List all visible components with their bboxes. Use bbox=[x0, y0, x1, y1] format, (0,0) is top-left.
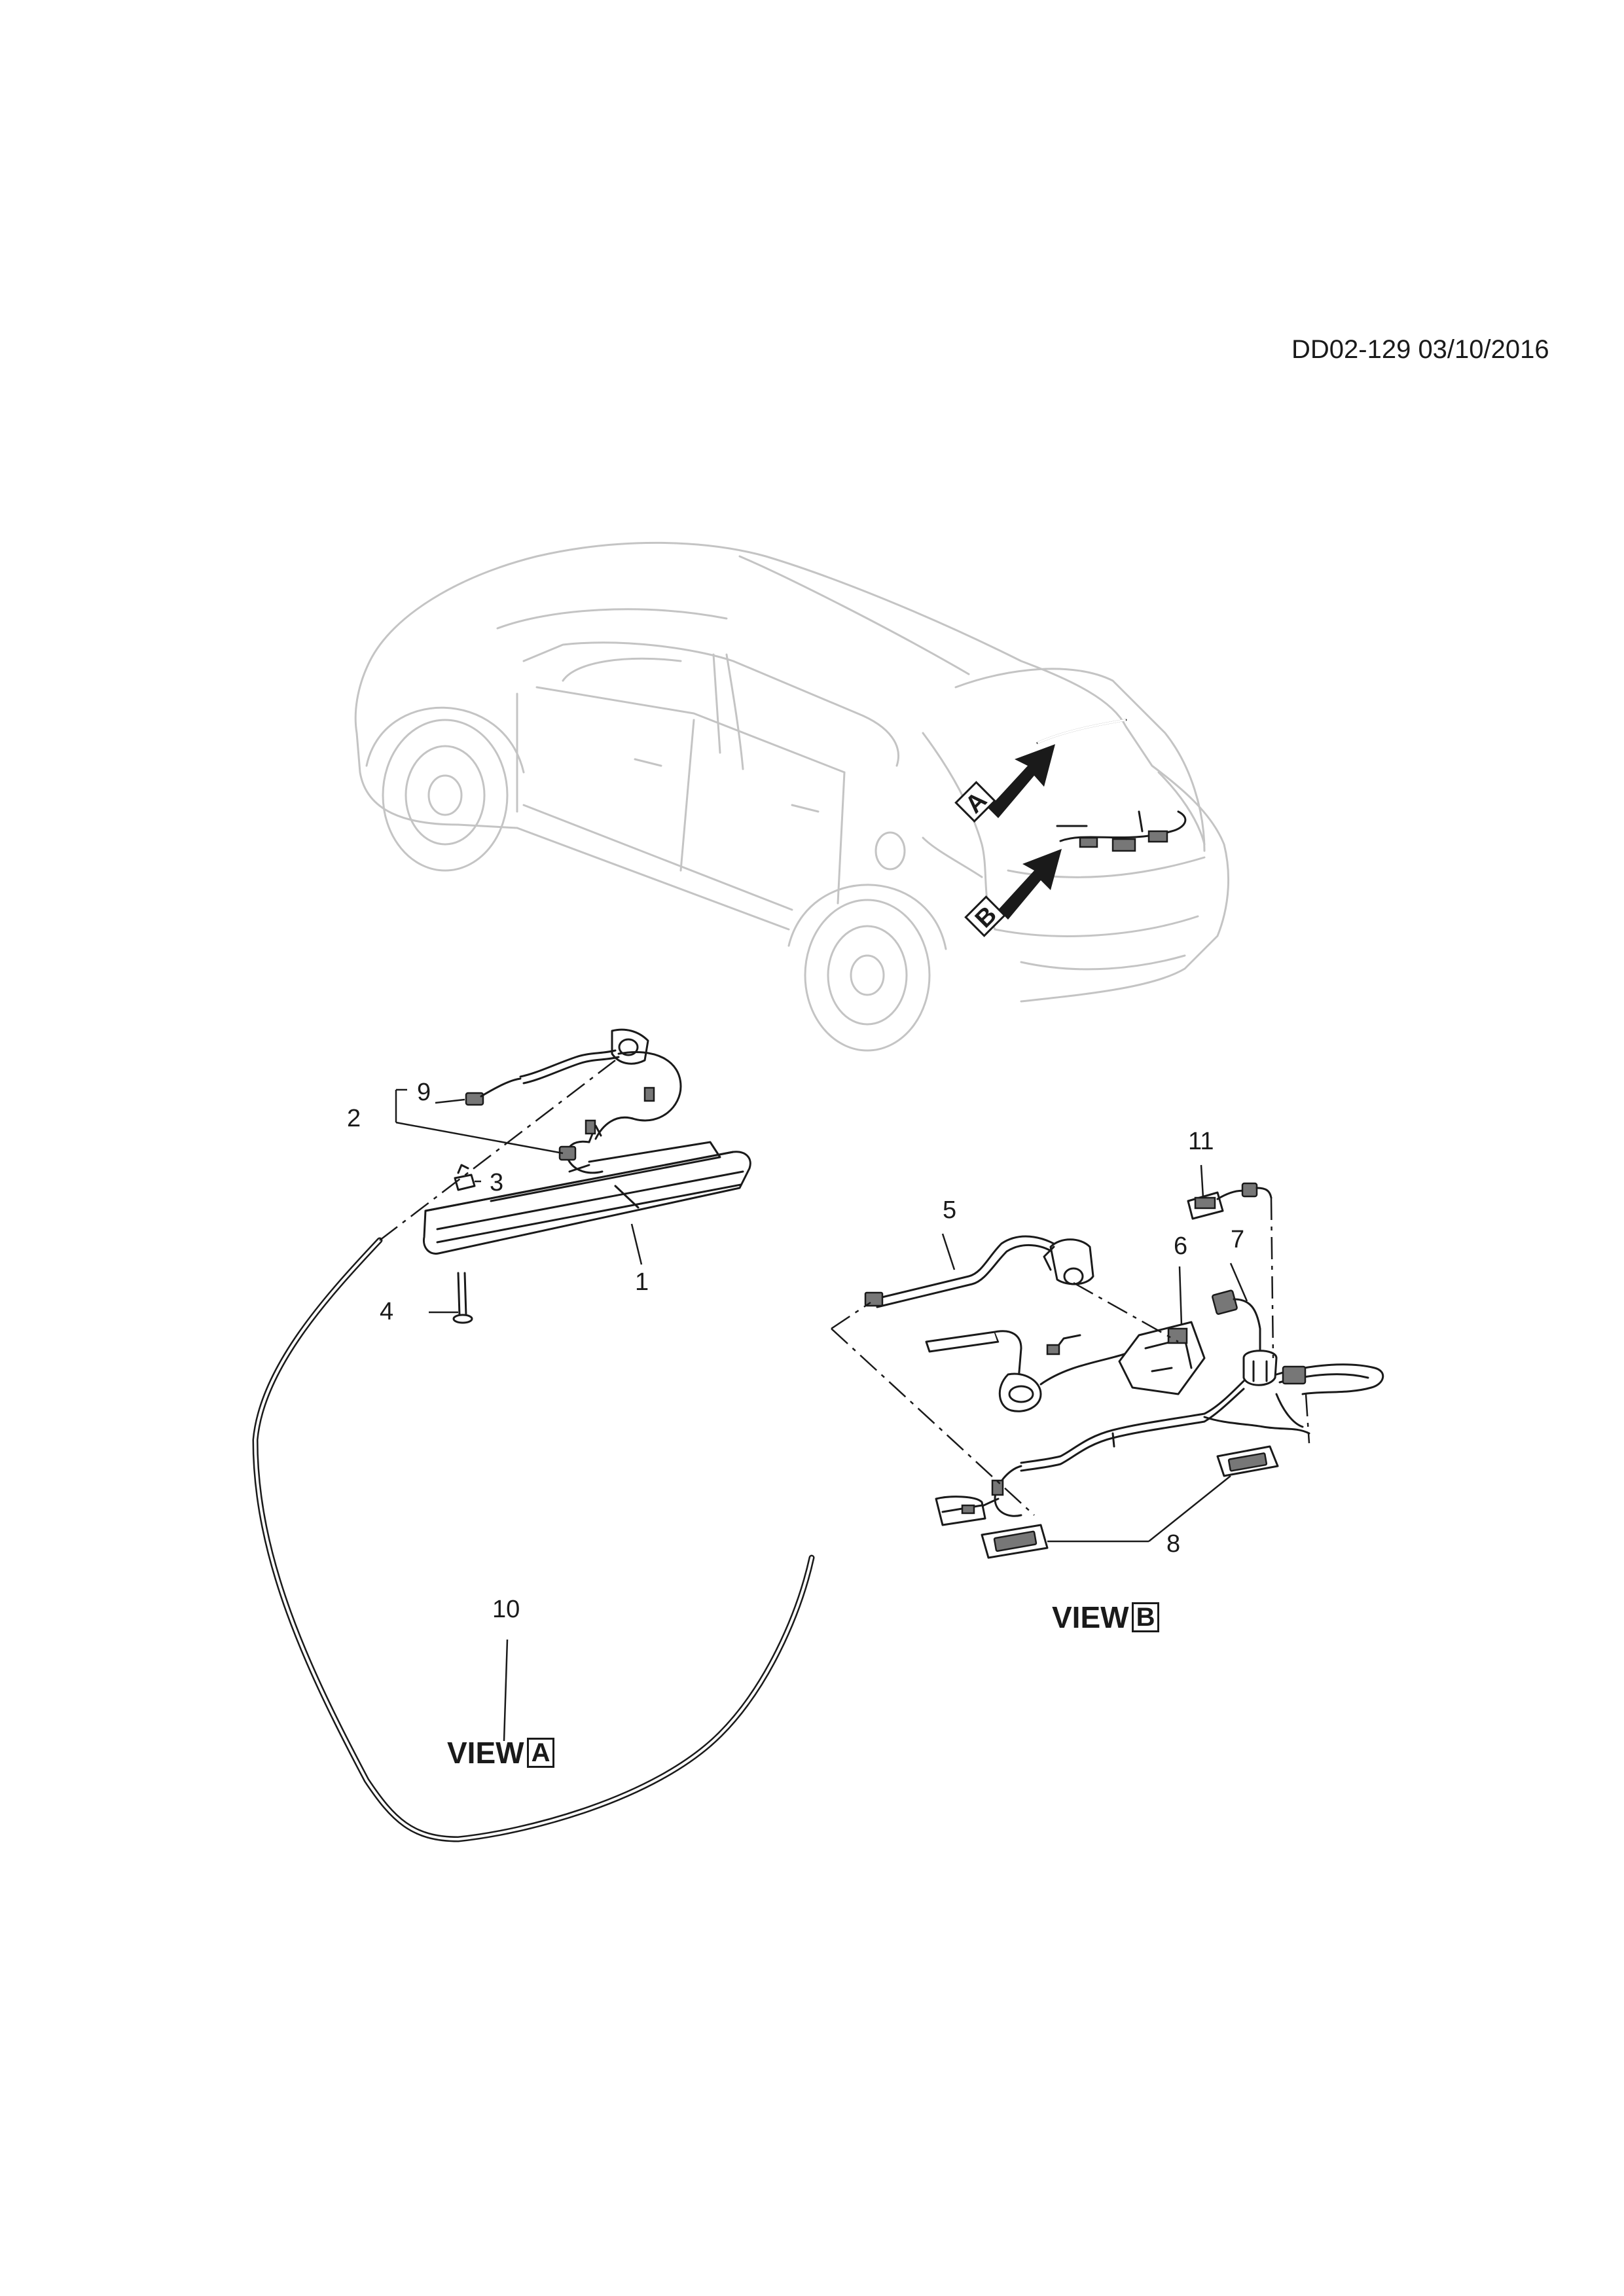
callout-10: 10 bbox=[492, 1596, 520, 1623]
leader-lines bbox=[395, 1088, 1248, 1742]
part-1-stop-lamp bbox=[422, 1141, 751, 1255]
callout-4: 4 bbox=[380, 1298, 394, 1325]
callout-11: 11 bbox=[1188, 1128, 1214, 1155]
callout-8: 8 bbox=[1166, 1530, 1181, 1558]
view-a-word: VIEW bbox=[447, 1736, 524, 1770]
view-b-word: VIEW bbox=[1052, 1600, 1129, 1634]
callout-2: 2 bbox=[347, 1105, 361, 1132]
part-9-connector bbox=[465, 1077, 522, 1106]
callout-7: 7 bbox=[1231, 1226, 1245, 1253]
view-a-arrow-label: A bbox=[960, 787, 992, 819]
part-11-connector bbox=[1187, 1182, 1272, 1220]
part-6-actuator bbox=[925, 1321, 1206, 1412]
part-7-handle-switch bbox=[1212, 1289, 1278, 1386]
vehicle-chmsl bbox=[1036, 719, 1127, 744]
part-2-harness bbox=[519, 1028, 682, 1174]
view-a-assembly-line bbox=[379, 1060, 616, 1241]
view-a-letter-box: A bbox=[526, 1738, 555, 1768]
part-4-screw bbox=[452, 1272, 473, 1324]
view-b-letter-box: B bbox=[1131, 1602, 1160, 1632]
view-b-harness bbox=[935, 1363, 1384, 1526]
drawing-reference: DD02-129 03/10/2016 bbox=[1291, 335, 1549, 364]
callout-9: 9 bbox=[417, 1079, 431, 1106]
callout-5: 5 bbox=[943, 1196, 957, 1224]
part-5-camera-harness bbox=[864, 1235, 1094, 1308]
view-b-arrow-label: B bbox=[970, 901, 1002, 933]
part-3-retainer bbox=[454, 1164, 476, 1191]
part-8-license-lamp-left bbox=[981, 1524, 1049, 1559]
vehicle-illustration bbox=[354, 541, 1230, 1052]
vehicle-hatch-parts bbox=[1056, 810, 1187, 852]
part-10-washer-hose bbox=[252, 1237, 815, 1842]
part-8-license-lamp-right bbox=[1216, 1445, 1279, 1477]
callout-3: 3 bbox=[490, 1169, 504, 1196]
callout-1: 1 bbox=[635, 1268, 649, 1296]
view-b-assembly-lines bbox=[831, 1197, 1310, 1516]
view-a-arrow: A bbox=[954, 744, 1055, 823]
callout-6: 6 bbox=[1174, 1232, 1188, 1260]
view-b-arrow: B bbox=[964, 849, 1062, 937]
